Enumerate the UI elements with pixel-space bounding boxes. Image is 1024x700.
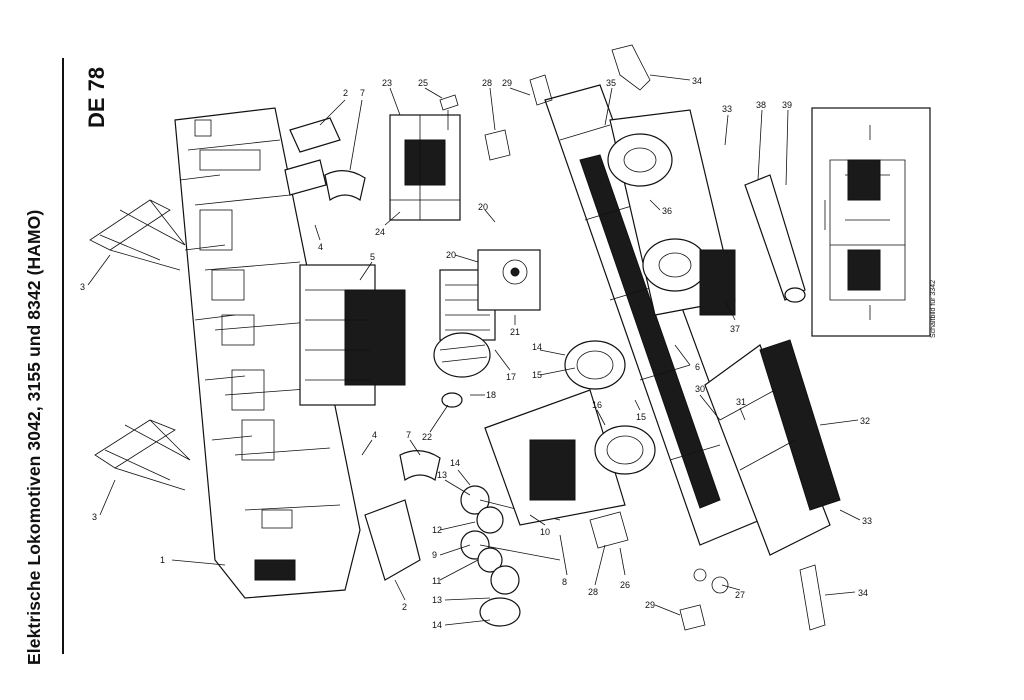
wiring-inset [811,107,931,337]
part-label: 33 [722,104,732,114]
coupler-arm [744,174,806,303]
pantograph-upper [89,199,186,271]
part-label: 10 [540,527,550,537]
part-label: 7 [360,88,365,98]
part-label: 27 [735,590,745,600]
part-label: 18 [486,390,496,400]
part-label: 39 [782,100,792,110]
part-label: 24 [375,227,385,237]
part-labels: 1 2 2 3 3 4 4 5 6 7 7 8 9 [80,74,872,630]
part-label: 15 [532,370,542,380]
gear-train [460,485,561,627]
part-label: 3 [92,512,97,522]
part-label: 13 [437,470,447,480]
part-label: 34 [858,588,868,598]
part-label: 34 [692,76,702,86]
switch-block [299,264,406,406]
part-label: 20 [446,250,456,260]
pantograph-lower [94,419,191,491]
field-magnet [439,249,541,341]
part-label: 37 [730,324,740,334]
part-label: 1 [160,555,165,565]
armature [433,332,491,408]
part-label: 30 [695,384,705,394]
bogie-rear [607,109,736,316]
motor-block [389,114,461,221]
part-label: 5 [370,252,375,262]
part-label: 13 [432,595,442,605]
part-label: 14 [432,620,442,630]
part-label: 4 [372,430,377,440]
part-label: 25 [418,78,428,88]
part-label: 33 [862,516,872,526]
part-label: 17 [506,372,516,382]
part-label: 35 [606,78,616,88]
part-label: 20 [478,202,488,212]
part-label: 29 [645,600,655,610]
part-label: 9 [432,550,437,560]
light-cover-parts [284,117,441,581]
part-label: 2 [343,88,348,98]
part-label: 28 [588,587,598,597]
inset-caption: Schaltbild für 3342 [930,280,937,338]
part-label: 28 [482,78,492,88]
part-label: 12 [432,525,442,535]
title-rule [62,58,64,654]
part-label: 11 [432,576,441,586]
part-label: 22 [422,432,432,442]
part-label: 23 [382,78,392,88]
part-label: 38 [756,100,766,110]
part-label: 16 [592,400,602,410]
part-label: 32 [860,416,870,426]
part-label: 3 [80,282,85,292]
part-label: 6 [695,362,700,372]
part-label: 29 [502,78,512,88]
part-label: 4 [318,242,323,252]
part-label: 14 [450,458,460,468]
bogie-front [484,340,656,526]
part-label: 31 [736,397,746,407]
part-label: 8 [562,577,567,587]
bottom-plate [704,339,841,556]
part-label: 21 [510,327,520,337]
part-label: 7 [406,430,411,440]
part-label: 26 [620,580,630,590]
locomotive-body [174,107,361,599]
part-label: 14 [532,342,542,352]
part-label: 2 [402,602,407,612]
small-parts [439,44,826,631]
part-label: 36 [662,206,672,216]
part-label: 15 [636,412,646,422]
